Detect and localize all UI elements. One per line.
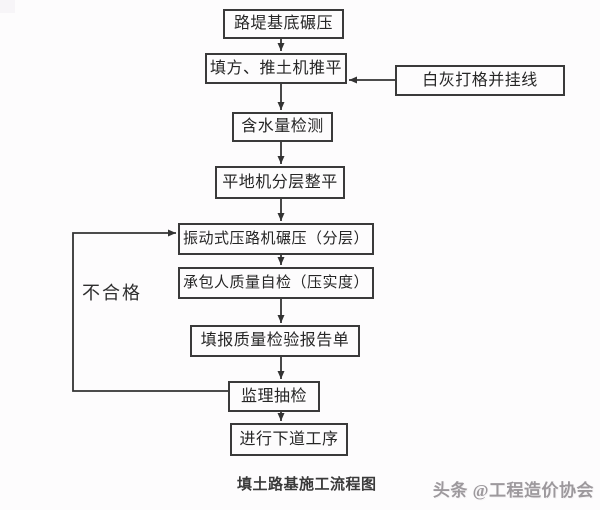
node-roadbed-compaction: 路堤基底碾压	[223, 9, 344, 39]
node-grader-leveling: 平地机分层整平	[215, 166, 345, 199]
node-filling-bulldozing: 填方、推土机推平	[205, 53, 347, 84]
node-quality-report: 填报质量检验报告单	[190, 325, 360, 357]
node-supervisor-sampling: 监理抽检	[228, 381, 320, 412]
corner-artifact	[0, 0, 15, 13]
flowchart-caption: 填土路基施工流程图	[237, 477, 377, 493]
node-vibratory-rolling: 振动式压路机碾压（分层）	[178, 223, 374, 255]
fail-branch-label: 不合格	[82, 283, 142, 303]
node-lime-grid-lines: 白灰打格并挂线	[395, 65, 565, 96]
node-next-process: 进行下道工序	[230, 423, 348, 456]
arrow-fail-loop	[72, 229, 228, 392]
watermark-text: 头条 @工程造价协会	[432, 481, 594, 500]
node-moisture-test: 含水量检测	[232, 112, 333, 142]
node-contractor-self-check: 承包人质量自检（压实度）	[178, 267, 374, 299]
